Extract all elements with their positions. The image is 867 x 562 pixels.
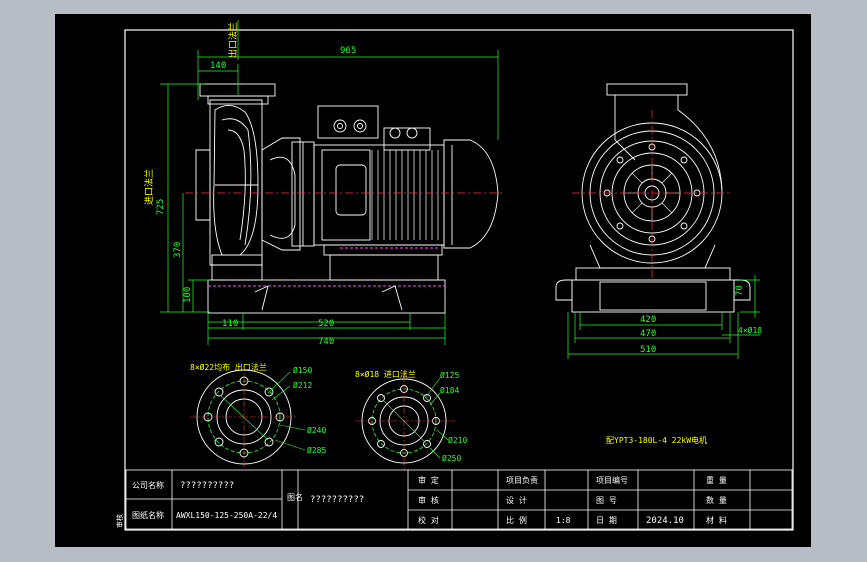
outlet-d3: Ø240 <box>307 425 326 435</box>
fig-value: ?????????? <box>310 495 364 505</box>
dim-overall-height: 725 <box>156 199 166 215</box>
drawing-sheet: 965 140 725 370 100 110 520 740 出口法兰 进口法… <box>55 14 811 547</box>
outlet-label: 出口法兰 <box>227 22 239 58</box>
dim-base-height: 100 <box>183 287 193 303</box>
company-value: ?????????? <box>180 481 234 491</box>
drawing-name-label: 图纸名称 <box>132 510 164 520</box>
qty-label: 数 量 <box>706 495 727 505</box>
company-label: 公司名称 <box>132 480 164 490</box>
inlet-d3: Ø210 <box>448 435 467 445</box>
dim-base-length: 740 <box>318 337 334 347</box>
approve-label: 审 定 <box>418 475 439 485</box>
side-view-dimensions <box>160 20 499 345</box>
bearing-bracket <box>261 137 301 251</box>
inlet-d1: Ø125 <box>440 370 459 380</box>
date-value: 2024.10 <box>646 516 684 526</box>
project-no-label: 项目编号 <box>596 475 628 485</box>
material-label: 材 料 <box>706 515 727 525</box>
outlet-flange-side <box>199 83 276 97</box>
outlet-d2: Ø212 <box>293 380 312 390</box>
inlet-flange-detail <box>355 372 455 470</box>
title-block <box>125 469 793 530</box>
inlet-d4: Ø250 <box>442 453 461 463</box>
end-base <box>571 279 735 313</box>
dim-flange-offset: 140 <box>210 61 226 71</box>
inlet-d2: Ø184 <box>440 385 459 395</box>
motor-body <box>313 144 445 246</box>
side-view <box>185 83 505 314</box>
inlet-flange-side <box>195 149 211 221</box>
project-lead-label: 项目负责 <box>506 475 538 485</box>
dim-overall-length: 965 <box>340 46 356 56</box>
end-outlet-flange <box>606 83 688 96</box>
date-label: 日 期 <box>596 516 617 525</box>
motor-label: 配YPT3-180L-4 22kW电机 <box>606 435 707 445</box>
base-plate <box>207 279 446 314</box>
inlet-flange-title: 8×Ø18 进口法兰 <box>355 369 416 379</box>
dim-bolt-span: 420 <box>640 315 656 325</box>
dim-overall-width: 510 <box>640 345 656 355</box>
dim-base-span: 520 <box>318 319 334 329</box>
outlet-d1: Ø150 <box>293 365 312 375</box>
side-mark: 审核 <box>115 514 124 528</box>
outlet-flange-title: 8×Ø22均布 出口法兰 <box>190 362 267 372</box>
outlet-d4: Ø285 <box>307 445 326 455</box>
dim-base-left: 110 <box>222 319 238 329</box>
terminal-box <box>317 105 379 139</box>
outlet-flange-detail <box>190 365 306 469</box>
dim-base-width: 470 <box>640 329 656 339</box>
drawing-name-value: AWXL150-125-250A-22/4 <box>176 511 277 520</box>
scale-label: 比 例 <box>506 515 527 525</box>
end-view-dimensions <box>567 275 760 359</box>
dim-shaft-height: 370 <box>173 242 183 258</box>
cad-drawing: 965 140 725 370 100 110 520 740 出口法兰 进口法… <box>115 20 794 531</box>
scale-value: 1:8 <box>556 516 571 525</box>
dim-foot-height: 70 <box>735 285 745 296</box>
review-label: 审 核 <box>418 495 439 505</box>
fan-cover <box>443 139 499 249</box>
dim-hole-spec: 4×Ø18 <box>738 325 762 335</box>
design-label: 设 计 <box>506 495 527 505</box>
drawing-frame <box>124 29 794 531</box>
check-label: 校 对 <box>418 515 439 525</box>
inlet-label: 进口法兰 <box>143 169 155 205</box>
fig-label: 图名 <box>287 492 303 502</box>
weight-label: 重 量 <box>706 475 727 485</box>
drawing-num-label: 图 号 <box>596 496 617 505</box>
end-view <box>555 83 751 313</box>
